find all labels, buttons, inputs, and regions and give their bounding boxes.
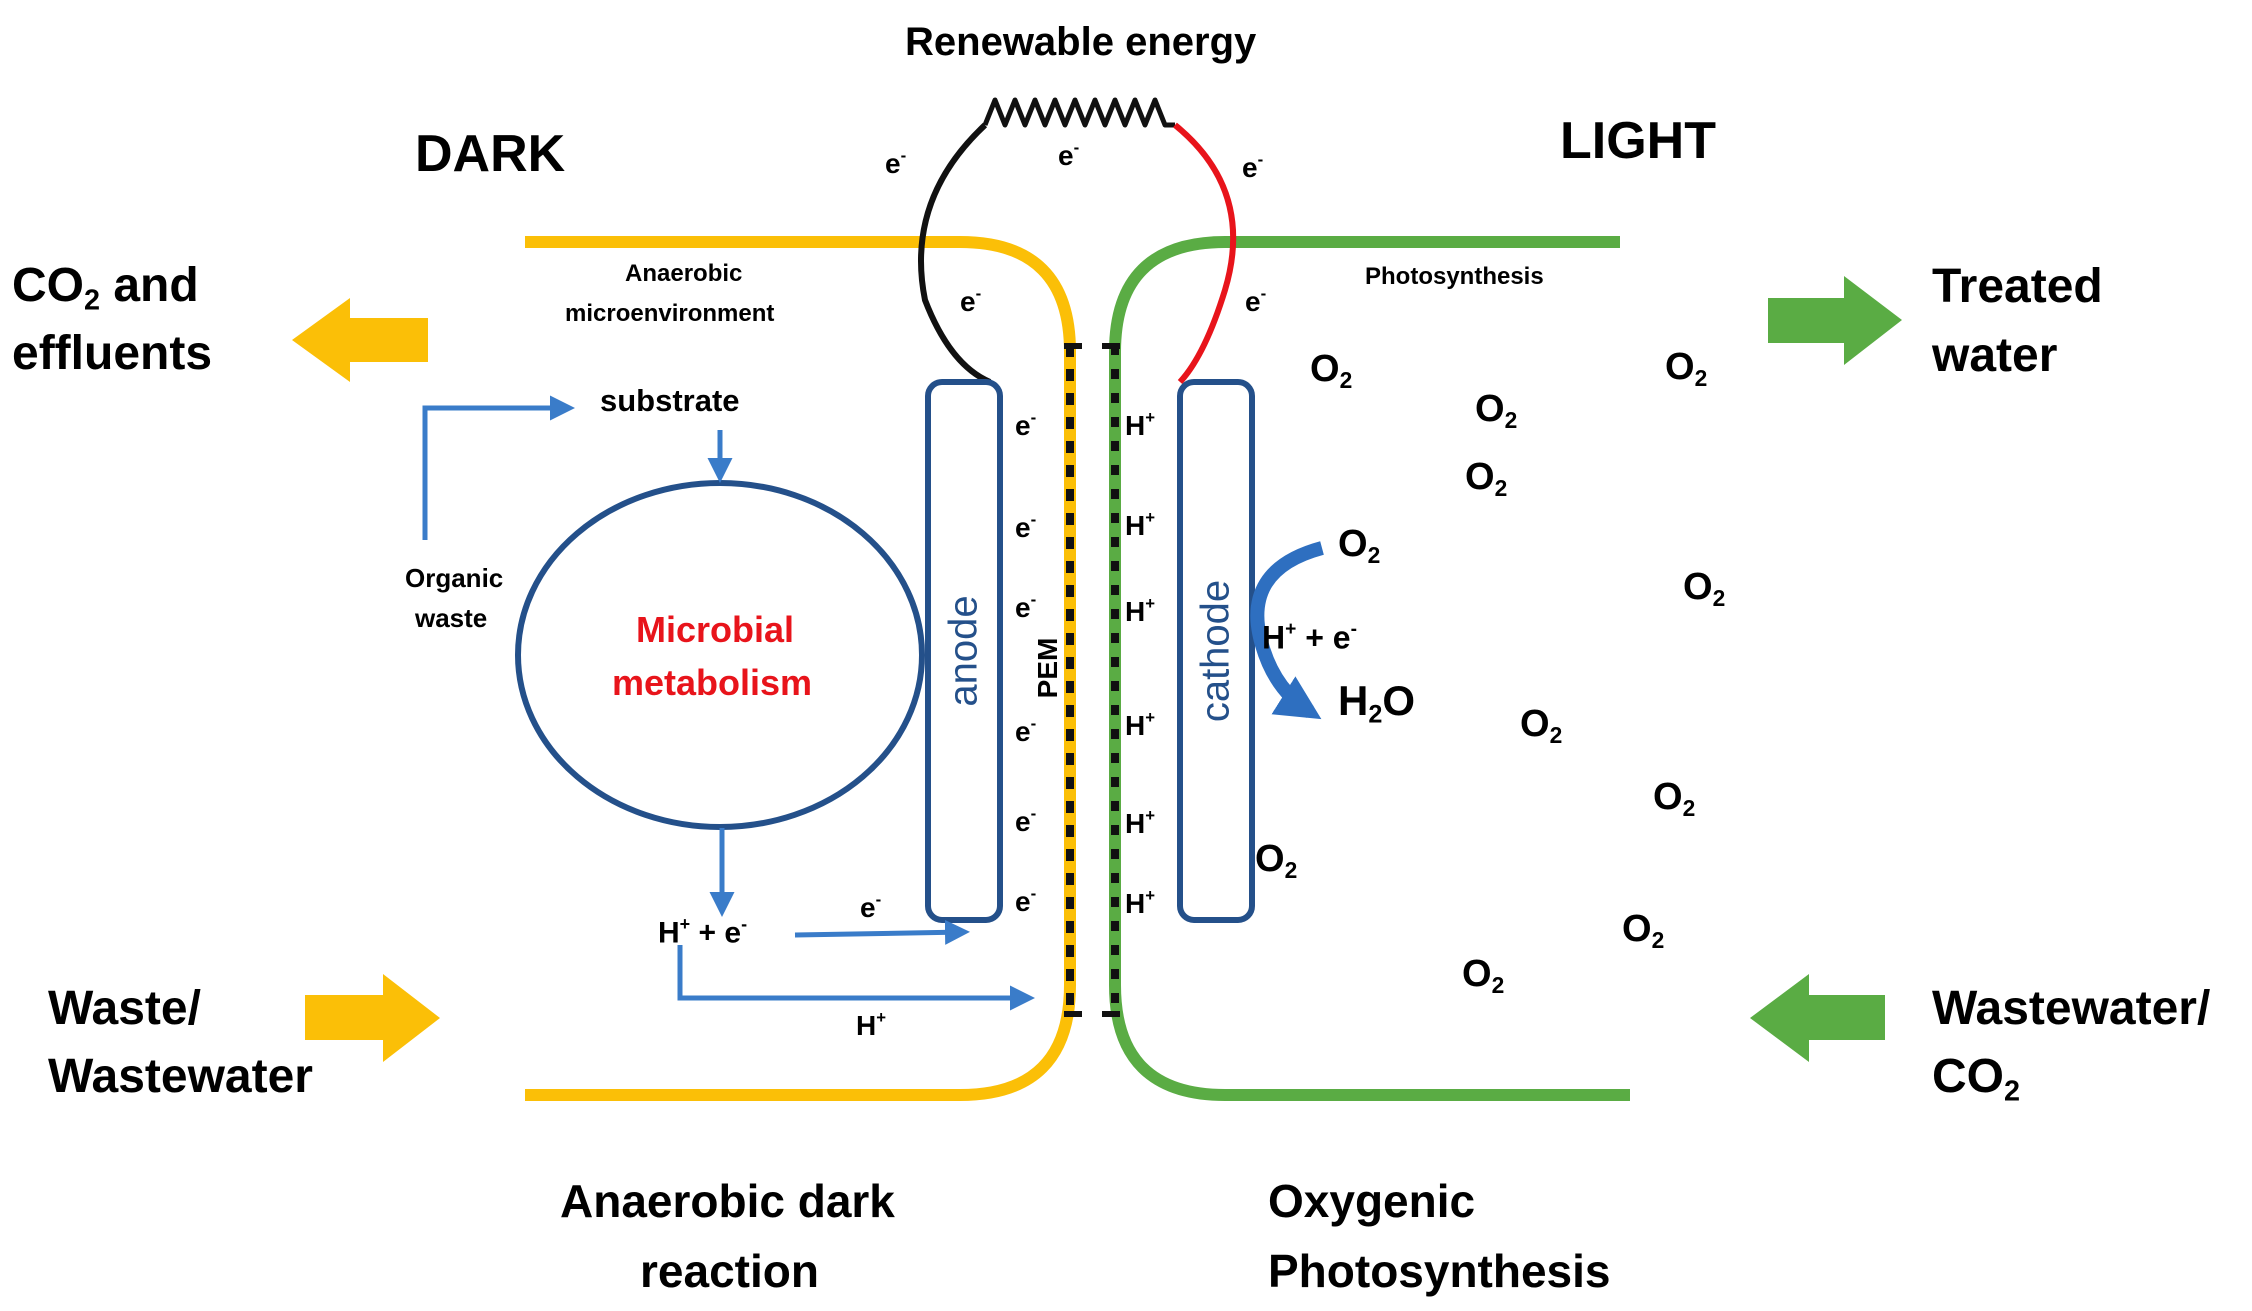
cathode-label: cathode — [1193, 579, 1238, 723]
microbial-cell — [515, 480, 925, 830]
anode-electron-1: e- — [1015, 408, 1037, 441]
light-chamber-bottom-wall — [1109, 984, 1630, 1101]
microbial-metabolism-label-line1: Microbial — [636, 609, 795, 650]
co2-effluents-out-arrow — [292, 298, 428, 382]
proton-to-pem-arrow — [677, 945, 1035, 1011]
effluents-label: effluents — [12, 327, 213, 380]
proton-to-pem-label: H+ — [856, 1008, 887, 1041]
electron-to-anode-arrow — [794, 919, 970, 945]
pem-label: PEM — [1032, 637, 1063, 699]
oxygenic-photosynthesis-label-line2: Photosynthesis — [1268, 1245, 1611, 1297]
organic-waste-label-line2: waste — [415, 603, 488, 633]
anode-electron-5: e- — [1015, 804, 1037, 837]
dark-zone-label: DARK — [415, 125, 566, 183]
cathode-electrode — [1177, 379, 1255, 923]
oxygen-molecule-7: O2 — [1520, 703, 1563, 748]
oxygen-molecule-9: O2 — [1255, 838, 1298, 883]
waste-in-arrow — [305, 974, 440, 1062]
oxygen-molecule-6: O2 — [1683, 566, 1726, 611]
wastewater-co2-label-line1: Wastewater/ — [1932, 982, 2211, 1035]
anaerobic-dark-reaction-label-line1: Anaerobic dark — [560, 1175, 895, 1227]
microbial-metabolism-label-line2: metabolism — [612, 662, 813, 703]
pem-proton-6: H+ — [1125, 886, 1156, 919]
oxygen-molecule-5: O2 — [1338, 523, 1381, 568]
cathode-reaction-arrow — [1250, 541, 1324, 720]
anode-wire — [918, 122, 992, 385]
treated-water-out-arrow — [1768, 276, 1902, 365]
anode-electron-4: e- — [1015, 714, 1037, 747]
photosynthesis-env-label: Photosynthesis — [1365, 263, 1544, 290]
pem-proton-3: H+ — [1125, 594, 1156, 627]
substrate-label: substrate — [600, 383, 740, 418]
anode-label: anode — [941, 595, 986, 707]
dark-chamber-bottom-wall — [525, 984, 1076, 1101]
pem-proton-4: H+ — [1125, 708, 1156, 741]
light-zone-label: LIGHT — [1560, 112, 1716, 170]
oxygen-molecule-2: O2 — [1475, 388, 1518, 433]
oxygenic-photosynthesis-label-line1: Oxygenic — [1268, 1175, 1476, 1227]
pem-proton-2: H+ — [1125, 508, 1156, 541]
wastewater-co2-label-line2: CO2 — [1932, 1050, 2021, 1108]
waste-inflow-label-line2: Wastewater — [48, 1050, 313, 1103]
oxygen-molecule-11: O2 — [1462, 953, 1505, 998]
dark-chamber-top-wall — [525, 236, 1076, 985]
anode-electron-6: e- — [1015, 884, 1037, 917]
circuit-electron-2: e- — [1058, 138, 1080, 171]
wastewater-co2-in-arrow — [1750, 974, 1885, 1062]
anaerobic-env-label-line2: microenvironment — [565, 300, 775, 327]
pem-proton-1: H+ — [1125, 408, 1156, 441]
water-product-label: H2O — [1338, 677, 1416, 729]
oxygen-molecule-1: O2 — [1310, 348, 1353, 393]
organic-waste-label-line1: Organic — [405, 563, 504, 593]
treated-water-label-line2: water — [1932, 329, 2058, 382]
metabolism-products-label: H+ + e- — [658, 914, 748, 950]
circuit-electron-5: e- — [1245, 284, 1267, 317]
circuit-electron-4: e- — [960, 284, 982, 317]
oxygen-molecule-10: O2 — [1622, 908, 1665, 953]
treated-water-label-line1: Treated — [1932, 260, 2103, 313]
pem-proton-5: H+ — [1125, 806, 1156, 839]
organic-waste-arrow — [422, 395, 575, 540]
light-chamber-top-wall — [1109, 236, 1620, 985]
cathode-reactants-label: H+ + e- — [1262, 619, 1357, 656]
oxygen-molecule-4: O2 — [1465, 456, 1508, 501]
oxygen-molecule-8: O2 — [1653, 776, 1696, 821]
anaerobic-env-label-line1: Anaerobic — [625, 260, 743, 287]
circuit-electron-3: e- — [1242, 150, 1264, 183]
electron-to-anode-label: e- — [860, 890, 882, 923]
waste-inflow-label-line1: Waste/ — [48, 982, 201, 1035]
oxygen-molecule-3: O2 — [1665, 346, 1708, 391]
resistor-coil — [982, 97, 1175, 128]
anode-electron-2: e- — [1015, 510, 1037, 543]
anaerobic-dark-reaction-label-line2: reaction — [640, 1245, 819, 1297]
co2-effluents-label: CO2 and — [12, 259, 199, 317]
circuit-electron-1: e- — [885, 146, 907, 179]
renewable-energy-label: Renewable energy — [905, 20, 1257, 64]
cathode-wire — [1173, 122, 1237, 385]
anode-electron-3: e- — [1015, 590, 1037, 623]
